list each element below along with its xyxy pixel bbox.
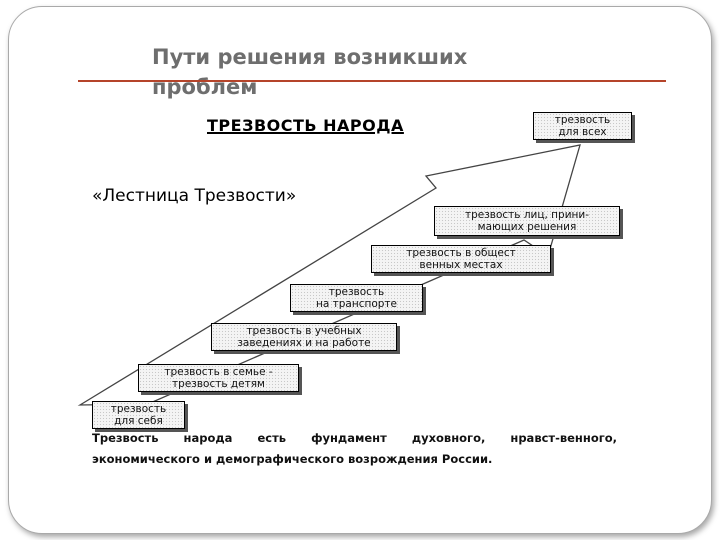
step-education-work: трезвость в учебных заведениях и на рабо…	[211, 323, 397, 351]
step-self: трезвость для себя	[92, 401, 185, 429]
title-divider	[78, 80, 666, 82]
step-everyone: трезвость для всех	[533, 112, 632, 140]
step-decision-makers: трезвость лиц, прини- мающих решения	[434, 206, 620, 236]
ladder-title: «Лестница Трезвости»	[92, 186, 297, 206]
step-family: трезвость в семье - трезвость детям	[138, 364, 299, 392]
conclusion-text: Трезвость народа есть фундамент духовног…	[92, 431, 617, 466]
step-public-places: трезвость в общест венных местах	[371, 245, 551, 273]
slide-title: Пути решения возникших проблем	[152, 45, 468, 99]
step-transport: трезвость на транспорте	[290, 284, 423, 312]
main-heading: ТРЕЗВОСТЬ НАРОДА	[207, 116, 404, 135]
